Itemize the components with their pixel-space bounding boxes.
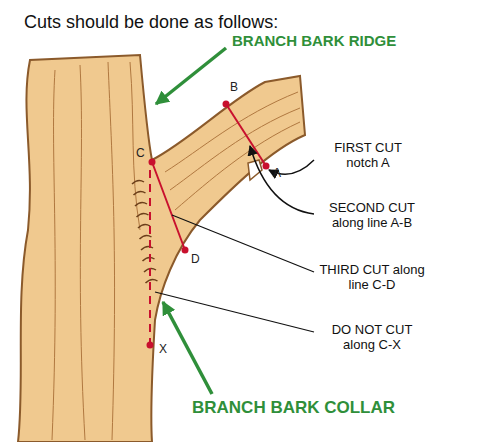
collar-stroke bbox=[135, 202, 147, 206]
collar-stroke bbox=[138, 224, 150, 228]
cut-callout: FIRST CUT notch A bbox=[318, 140, 418, 170]
no-cut-line-cx bbox=[149, 170, 151, 345]
point-a bbox=[263, 163, 270, 170]
point-letter: A bbox=[273, 166, 281, 180]
collar-stroke bbox=[132, 180, 144, 184]
point-letter: B bbox=[230, 80, 238, 94]
point-letter: C bbox=[136, 146, 145, 160]
collar-stroke bbox=[137, 213, 149, 217]
point-letter: X bbox=[159, 342, 167, 356]
collar-hatching bbox=[132, 180, 158, 283]
no-cut-leader bbox=[155, 292, 314, 332]
cut-callout: DO NOT CUT along C-X bbox=[318, 322, 426, 352]
notch-cut bbox=[248, 160, 262, 180]
cut-callout: THIRD CUT along line C-D bbox=[318, 262, 426, 292]
second-cut-arrow bbox=[250, 146, 314, 214]
collar-stroke bbox=[141, 246, 153, 250]
collar-stroke bbox=[143, 257, 155, 261]
cut-line-cd bbox=[152, 162, 185, 250]
third-cut-leader bbox=[172, 215, 314, 272]
ridge-arrow bbox=[156, 48, 226, 104]
cut-line-ab bbox=[226, 104, 266, 166]
point-x bbox=[147, 342, 154, 349]
point-letter: D bbox=[191, 252, 200, 266]
collar-stroke bbox=[134, 191, 146, 195]
point-c bbox=[149, 159, 156, 166]
point-b bbox=[223, 101, 230, 108]
diagram-title: Cuts should be done as follows: bbox=[24, 12, 278, 33]
point-d bbox=[182, 247, 189, 254]
trunk-and-branch bbox=[18, 55, 305, 442]
collar-arrow bbox=[163, 302, 212, 394]
part-label: BRANCH BARK COLLAR bbox=[192, 398, 395, 418]
part-label: BRANCH BARK RIDGE bbox=[232, 32, 396, 49]
cut-callout: SECOND CUT along line A-B bbox=[318, 200, 426, 230]
collar-stroke bbox=[146, 279, 158, 283]
collar-stroke bbox=[140, 235, 152, 239]
